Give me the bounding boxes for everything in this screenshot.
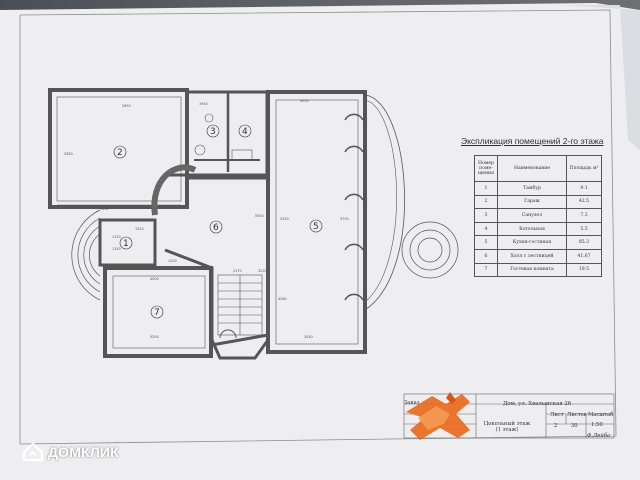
title-block-plan-label: Цокольный этаж (1 этаж) xyxy=(483,421,531,433)
room-3-label: 3 xyxy=(210,127,216,137)
dim-label: 4260 xyxy=(278,297,287,301)
room-area: 7.3 xyxy=(566,208,602,223)
explication-table: Номер поме-щения Наименование Площадь м²… xyxy=(474,155,602,278)
dim-label: 2650 xyxy=(122,104,131,108)
dim-label: 1150 xyxy=(112,235,121,239)
dimension-labels: 2650 3380 5150 1940 4000 2530 3750 4260 … xyxy=(64,99,349,339)
room-area: 19.5 xyxy=(566,262,602,278)
room-6-label: 6 xyxy=(213,223,219,233)
room-area: 42.5 xyxy=(566,194,602,210)
dim-label: 5200 xyxy=(150,335,159,339)
domclick-watermark: ДОМКЛИК xyxy=(22,442,119,462)
room-area: 5.5 xyxy=(566,221,602,237)
room-name: Тамбур xyxy=(497,181,567,196)
sheets-value: 30 xyxy=(571,423,578,429)
room-number: 2 xyxy=(474,194,498,210)
dim-label: 1150 xyxy=(112,247,121,251)
house-logo-icon xyxy=(22,442,44,462)
title-block-address: Дом, ул. Хвалынская 26 xyxy=(503,401,572,407)
room-5-label: 5 xyxy=(313,222,319,232)
dim-label: 5150 xyxy=(100,207,109,211)
dim-label: 2430 xyxy=(304,335,313,339)
room-name: Кухня-гостиная xyxy=(497,235,567,250)
dim-label: 1940 xyxy=(199,102,208,106)
dim-label: 2530 xyxy=(280,217,289,221)
scale-label: Масштаб xyxy=(588,412,614,418)
floor-plan xyxy=(48,88,459,360)
column-header: Площадь м² xyxy=(566,155,602,182)
orange-ruler-object xyxy=(406,392,470,440)
sheet-value: 2 xyxy=(554,423,558,429)
title-block-org: Ф.Лейба xyxy=(587,433,610,439)
dim-label: 5550 xyxy=(255,214,264,218)
title-block: Заказ Дом, ул. Хвалынская 26 Цокольный э… xyxy=(404,395,614,440)
room-number: 1 xyxy=(474,181,498,196)
column-header: Наименование xyxy=(497,155,567,182)
table-header-row: Номер поме-щения Наименование Площадь м² xyxy=(474,155,602,182)
sheets-label: Листов xyxy=(567,412,587,418)
room-2-label: 2 xyxy=(117,148,123,158)
dim-label: 2170 xyxy=(233,269,242,273)
room-number: 3 xyxy=(474,208,498,223)
dim-label: 3380 xyxy=(64,152,73,156)
room-name: Котельная xyxy=(497,221,567,237)
sheet-label: Лист xyxy=(550,412,564,418)
room-4-label: 4 xyxy=(242,127,248,137)
room-area: 85.3 xyxy=(566,235,602,250)
room-name: Гостевая комната xyxy=(497,262,567,278)
room-name: Санузел xyxy=(497,208,567,223)
scale-value: 1:50 xyxy=(591,422,603,428)
dim-label: 3750 xyxy=(340,217,349,221)
room-name: Холл с лестницей xyxy=(497,248,567,264)
room-area: 9.1 xyxy=(566,181,602,196)
room-number: 5 xyxy=(474,235,498,250)
room-name: Гараж xyxy=(497,194,567,210)
room-1-label: 1 xyxy=(123,239,129,249)
room-number: 6 xyxy=(474,248,498,264)
room-7-label: 7 xyxy=(154,308,160,318)
watermark-brand: ДОМКЛИК xyxy=(48,444,119,460)
room-number: 7 xyxy=(474,262,498,278)
room-number: 4 xyxy=(474,221,498,237)
explication-title: Экспликация помещений 2-го этажа xyxy=(461,136,604,146)
dim-label: 1520 xyxy=(135,227,144,231)
dim-label: 1200 xyxy=(168,259,177,263)
dim-label: 4000 xyxy=(150,277,159,281)
title-block-order-label: Заказ xyxy=(404,400,420,406)
dim-label: 4000 xyxy=(300,99,309,103)
room-area: 41.67 xyxy=(566,248,602,264)
dim-label: 3220 xyxy=(258,269,267,273)
column-header: Номер поме-щения xyxy=(474,155,498,182)
room-labels: 2 3 4 5 6 1 7 xyxy=(117,127,319,318)
